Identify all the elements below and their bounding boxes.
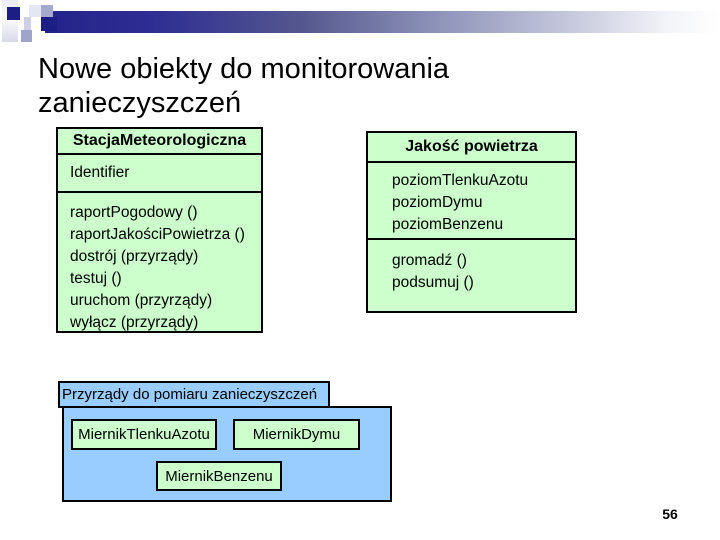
slide-title-line2: zanieczyszczeń: [38, 87, 242, 119]
class-name: StacjaMeteorologiczna: [58, 129, 261, 155]
method: raportPogodowy (): [70, 204, 198, 221]
instrument-label: MiernikDymu: [252, 426, 341, 443]
attribute: poziomBenzenu: [392, 216, 504, 233]
slide-title: Nowe obiekty do monitorowania zanieczysz…: [38, 52, 678, 120]
deco-square-medium: [41, 5, 53, 17]
deco-navy-square: [7, 7, 20, 20]
deco-square-dark: [41, 17, 57, 31]
instrument-label: MiernikTlenkuAzotu: [78, 426, 210, 443]
uml-class-jakosc-powietrza: Jakość powietrza poziomTlenkuAzotu pozio…: [366, 131, 577, 313]
attribute: poziomDymu: [392, 194, 483, 211]
class-attributes: poziomTlenkuAzotu poziomDymu poziomBenze…: [368, 163, 575, 240]
uml-class-stacja-meteorologiczna: StacjaMeteorologiczna Identifier raportP…: [56, 127, 263, 333]
instrument-label: MiernikBenzenu: [165, 467, 273, 485]
attribute: poziomTlenkuAzotu: [392, 172, 529, 189]
class-attributes: Identifier: [58, 155, 261, 193]
method: uruchom (przyrządy): [70, 292, 213, 309]
page-number: 56: [662, 506, 678, 522]
instrument-box-miernik-dymu: MiernikDymu: [233, 419, 360, 450]
deco-square-gray: [21, 30, 32, 42]
banner-gradient-bar: [45, 11, 720, 33]
method: dostrój (przyrządy): [70, 248, 199, 265]
method: podsumuj (): [392, 274, 474, 291]
package-tab: Przyrządy do pomiaru zanieczyszczeń: [58, 381, 330, 408]
deco-square-lavender: [24, 17, 31, 30]
instrument-box-miernik-benzenu: MiernikBenzenu: [156, 461, 282, 491]
method: testuj (): [70, 270, 122, 287]
deco-square-light: [29, 5, 41, 17]
method: gromadź (): [392, 252, 467, 269]
class-methods: gromadź () podsumuj (): [368, 240, 575, 311]
class-methods: raportPogodowy () raportJakościPowietrza…: [58, 193, 261, 334]
method: wyłącz (przyrządy): [70, 314, 199, 331]
slide-title-line1: Nowe obiekty do monitorowania: [38, 53, 450, 85]
attribute: Identifier: [70, 164, 130, 181]
class-name: Jakość powietrza: [368, 133, 575, 163]
method: raportJakościPowietrza (): [70, 226, 245, 243]
package-label: Przyrządy do pomiaru zanieczyszczeń: [62, 386, 318, 403]
instrument-box-miernik-tlenku-azotu: MiernikTlenkuAzotu: [71, 419, 217, 450]
